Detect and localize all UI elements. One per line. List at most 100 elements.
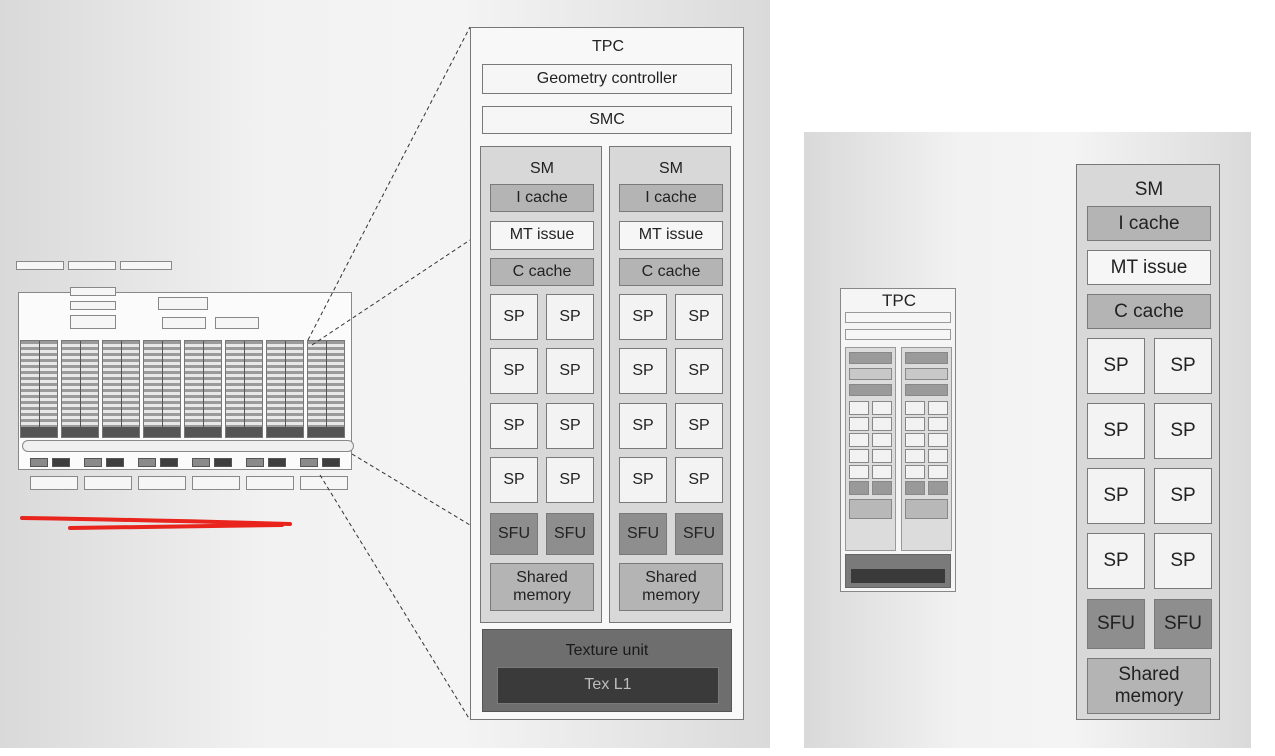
tpc-thumb-texture	[144, 427, 180, 437]
thumb-sp-cell	[872, 465, 892, 479]
thumb-sm-row	[905, 352, 948, 364]
tpc-thumb-texture	[267, 427, 303, 437]
work-distribution-box-2	[70, 301, 116, 310]
thumb-sp-cell	[849, 481, 869, 495]
sp-core: SP	[1087, 533, 1145, 589]
thumb-sp-cell	[905, 449, 925, 463]
thumb-sp-cell	[928, 433, 948, 447]
red-annotation-stroke	[20, 516, 292, 526]
mt-issue: MT issue	[619, 221, 723, 250]
rop-row	[30, 456, 350, 470]
sm-left: SM I cache MT issue C cache SP SP SP SP …	[480, 146, 602, 623]
sp-core: SP	[490, 457, 538, 503]
thumb-sm-row	[905, 384, 948, 396]
thumb-sp-cell	[928, 465, 948, 479]
sfu-unit: SFU	[1087, 599, 1145, 649]
thumb-sp-cell	[872, 449, 892, 463]
thumb-sp-cell	[928, 401, 948, 415]
tpc-thumb-divider	[80, 341, 81, 437]
setup-raster-box	[120, 261, 172, 270]
tpc-thumbnail: TPC	[840, 288, 956, 592]
icache: I cache	[619, 184, 723, 212]
rop-box	[300, 458, 318, 467]
shared-memory: Shared memory	[490, 563, 594, 611]
tpc-title: TPC	[592, 38, 624, 55]
ccache: C cache	[619, 258, 723, 286]
thumb-sp-cell	[872, 401, 892, 415]
sp-core: SP	[619, 348, 667, 394]
thumb-sp-cell	[849, 417, 869, 431]
sp-core: SP	[619, 294, 667, 340]
dram-box	[84, 476, 132, 490]
rop-box	[138, 458, 156, 467]
dram-box	[138, 476, 186, 490]
thumb-sp-cell	[905, 401, 925, 415]
sfu-unit: SFU	[1154, 599, 1212, 649]
sp-core: SP	[1154, 533, 1212, 589]
dram-box	[192, 476, 240, 490]
sp-core: SP	[1154, 338, 1212, 394]
tpc-thumb-divider	[39, 341, 40, 437]
icache: I cache	[1087, 206, 1211, 241]
tpc-thumb-divider	[285, 341, 286, 437]
tpc-thumb-divider	[244, 341, 245, 437]
zoom-line	[311, 239, 471, 346]
sp-core: SP	[619, 403, 667, 449]
rop-box	[246, 458, 264, 467]
tpc-thumb-column	[184, 340, 222, 438]
tpc-thumb-column	[102, 340, 140, 438]
sp-core: SP	[675, 294, 723, 340]
thumb-sp-cell	[872, 433, 892, 447]
rop-box	[106, 458, 124, 467]
sp-core: SP	[675, 457, 723, 503]
tpc-thumb-column	[307, 340, 345, 438]
rop-box	[268, 458, 286, 467]
thumb-sp-cell	[905, 481, 925, 495]
rop-box	[322, 458, 340, 467]
sp-core: SP	[546, 457, 594, 503]
tpc-thumb-texture	[62, 427, 98, 437]
shared-memory: Shared memory	[1087, 658, 1211, 714]
work-distribution-box-1	[70, 287, 116, 296]
thumb-sp-cell	[849, 465, 869, 479]
sp-core: SP	[1087, 468, 1145, 524]
sp-core: SP	[546, 403, 594, 449]
thumb-sm-left	[845, 347, 896, 551]
tpc-thumb-column	[61, 340, 99, 438]
thumb-sm-row	[849, 352, 892, 364]
input-assembler-box	[68, 261, 116, 270]
tpc-thumb-texture	[226, 427, 262, 437]
sfu-unit: SFU	[546, 513, 594, 555]
thumb-shared-memory	[849, 499, 892, 519]
thumb-sm-right	[901, 347, 952, 551]
work-distribution-box-3	[70, 315, 116, 329]
sp-core: SP	[1087, 403, 1145, 459]
smc: SMC	[482, 106, 732, 134]
tpc-thumb-column	[20, 340, 58, 438]
thumb-sp-cell	[928, 481, 948, 495]
tpc-thumb-divider	[326, 341, 327, 437]
tpc-array	[20, 340, 352, 438]
dram-box	[300, 476, 348, 490]
sp-core: SP	[1087, 338, 1145, 394]
texture-unit-label: Texture unit	[565, 642, 649, 659]
red-annotation-stroke	[68, 523, 284, 530]
zoom-line	[351, 453, 471, 526]
thumb-geometry-controller	[845, 312, 951, 323]
sp-core: SP	[1154, 468, 1212, 524]
shared-memory: Shared memory	[619, 563, 723, 611]
rop-box	[30, 458, 48, 467]
thumb-sm-row	[905, 368, 948, 380]
sm-title: SM	[659, 160, 683, 177]
gpu-block-diagram	[0, 0, 470, 540]
work-distribution-box-5	[162, 317, 206, 329]
thumb-sm-row	[849, 384, 892, 396]
thumb-texture-unit	[845, 554, 951, 588]
sm-right: SM I cache MT issue C cache SP SP SP SP …	[609, 146, 731, 623]
thumb-sp-cell	[928, 449, 948, 463]
thumb-sp-cell	[849, 401, 869, 415]
tpc-thumb-column	[143, 340, 181, 438]
geometry-controller: Geometry controller	[482, 64, 732, 94]
thumb-sp-cell	[928, 417, 948, 431]
thumb-shared-memory	[905, 499, 948, 519]
